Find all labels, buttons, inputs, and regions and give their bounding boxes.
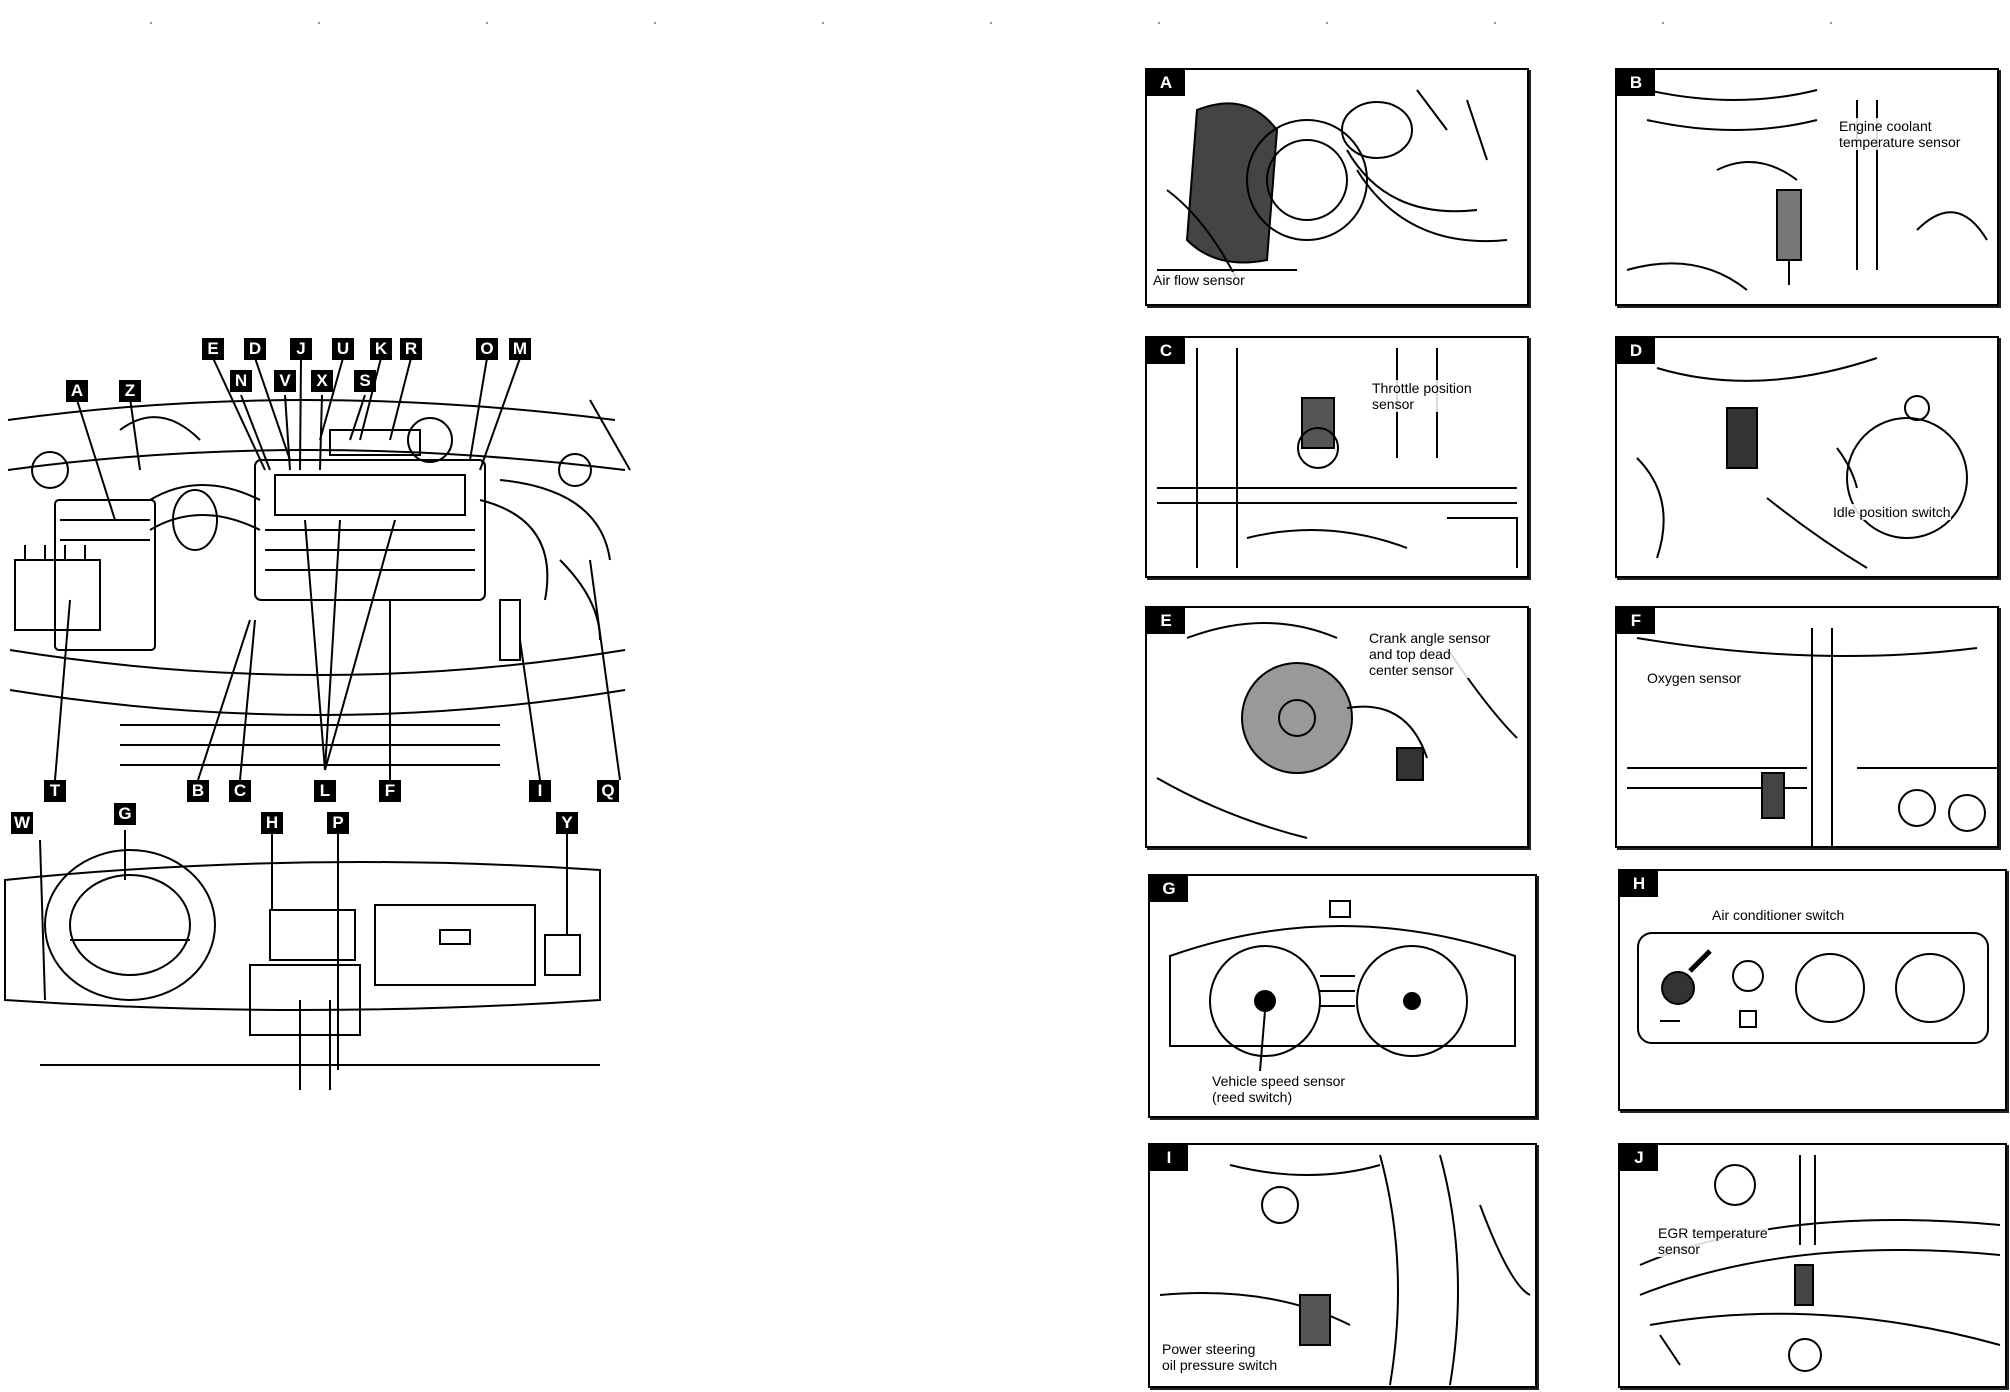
- header-dot: [654, 22, 656, 24]
- detail-panel-h: H Air conditioner switch: [1618, 869, 2007, 1111]
- speedometer-cluster-illustration: [1169, 900, 1516, 1072]
- callout-tag: S: [354, 370, 376, 392]
- header-dot: [318, 22, 320, 24]
- panel-label: F: [1617, 608, 1655, 634]
- panel-caption: Throttle position sensor: [1372, 380, 1472, 412]
- detail-panel-i: I Power steering oil pressure switch: [1148, 1143, 1537, 1388]
- detail-panel-e: E Crank angle sensor and top dead center…: [1145, 606, 1529, 848]
- panel-caption: Air flow sensor: [1153, 272, 1245, 288]
- callout-tag: Y: [556, 812, 578, 834]
- detail-panel-g: G Vehicle speed sensor (reed switch): [1148, 874, 1537, 1118]
- engine-bay-overview-drawing: [4, 357, 631, 1090]
- air-flow-sensor-illustration: [1157, 89, 1508, 281]
- callout-tag: E: [202, 338, 224, 360]
- panel-label: I: [1150, 1145, 1188, 1171]
- idle-switch-illustration: [1636, 357, 1968, 569]
- callout-tag: F: [379, 780, 401, 802]
- header-dot: [150, 22, 152, 24]
- callout-tag: M: [509, 338, 531, 360]
- coolant-sensor-illustration: [1626, 89, 1988, 291]
- callout-tag: V: [274, 370, 296, 392]
- callout-tag: Q: [597, 780, 619, 802]
- panel-caption: Oxygen sensor: [1647, 670, 1742, 686]
- detail-panel-b: B Engine coolant temperature sensor: [1615, 68, 1999, 306]
- callout-tag: K: [370, 338, 392, 360]
- panel-label: E: [1147, 608, 1185, 634]
- header-dot: [1326, 22, 1328, 24]
- callout-tag: X: [311, 370, 333, 392]
- panel-label: B: [1617, 70, 1655, 96]
- callout-tag: Z: [119, 380, 141, 402]
- header-dot: [990, 22, 992, 24]
- header-dot: [1494, 22, 1496, 24]
- panel-label: G: [1150, 876, 1188, 902]
- detail-panel-f: F Oxygen sensor: [1615, 606, 1999, 848]
- callout-tag: H: [261, 812, 283, 834]
- throttle-sensor-illustration: [1157, 348, 1518, 568]
- panel-caption: Crank angle sensor and top dead center s…: [1369, 630, 1491, 678]
- climate-control-panel-illustration: [1637, 932, 1989, 1044]
- power-steering-switch-illustration: [1159, 1154, 1531, 1386]
- panel-label: C: [1147, 338, 1185, 364]
- callout-tag: N: [230, 370, 252, 392]
- callout-tag: A: [66, 380, 88, 402]
- panel-caption: Idle position switch: [1833, 504, 1951, 520]
- callout-tag: I: [529, 780, 551, 802]
- callout-tag: L: [314, 780, 336, 802]
- callout-tag: W: [11, 812, 33, 834]
- panel-label: D: [1617, 338, 1655, 364]
- egr-sensor-illustration: [1639, 1155, 2001, 1372]
- callout-tag: C: [229, 780, 251, 802]
- panel-label: J: [1620, 1145, 1658, 1171]
- callout-tag: P: [327, 812, 349, 834]
- header-dot: [1662, 22, 1664, 24]
- panel-caption: Air conditioner switch: [1712, 907, 1845, 923]
- header-dot: [1158, 22, 1160, 24]
- header-dot: [486, 22, 488, 24]
- callout-tag: D: [244, 338, 266, 360]
- callout-tag: U: [332, 338, 354, 360]
- panel-caption: EGR temperature sensor: [1658, 1225, 1768, 1257]
- panel-label: H: [1620, 871, 1658, 897]
- callout-tag: R: [400, 338, 422, 360]
- header-dot: [822, 22, 824, 24]
- detail-panel-a: A Air flow sensor: [1145, 68, 1529, 306]
- callout-tag: O: [476, 338, 498, 360]
- oxygen-sensor-illustration: [1627, 628, 1997, 846]
- detail-panel-c: C Throttle position sensor: [1145, 336, 1529, 578]
- callout-tag: T: [44, 780, 66, 802]
- callout-tag: B: [187, 780, 209, 802]
- header-dot: [1830, 22, 1832, 24]
- panel-caption: Engine coolant temperature sensor: [1839, 118, 1961, 150]
- crank-angle-sensor-illustration: [1156, 622, 1518, 839]
- callout-tag: G: [114, 803, 136, 825]
- detail-panel-d: D Idle position switch: [1615, 336, 1999, 578]
- detail-panel-j: J EGR temperature sensor: [1618, 1143, 2007, 1388]
- panel-label: A: [1147, 70, 1185, 96]
- panel-caption: Power steering oil pressure switch: [1162, 1341, 1278, 1373]
- panel-caption: Vehicle speed sensor (reed switch): [1212, 1073, 1346, 1105]
- callout-tag: J: [290, 338, 312, 360]
